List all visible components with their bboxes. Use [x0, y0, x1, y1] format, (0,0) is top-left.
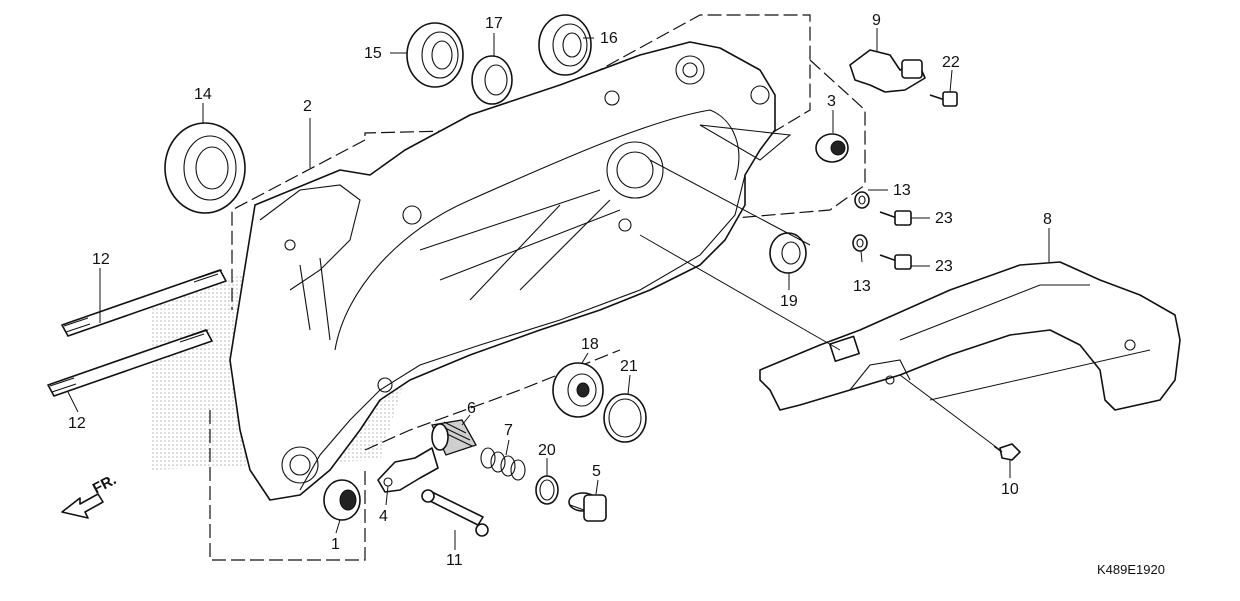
front-direction-label: FR. — [90, 471, 119, 497]
part-stud-12b — [47, 329, 213, 397]
callout-23a: 23 — [935, 210, 953, 227]
callout-11: 11 — [446, 552, 463, 569]
callout-14: 14 — [194, 86, 212, 103]
part-bearing-14 — [164, 122, 246, 214]
part-crankcase-cover — [229, 41, 792, 501]
callout-2: 2 — [303, 98, 312, 115]
part-bolt-10 — [993, 443, 1021, 461]
part-bushing-1 — [323, 479, 361, 521]
callout-16: 16 — [600, 30, 618, 47]
part-cover-8 — [759, 261, 1181, 411]
part-bearing-15 — [406, 22, 464, 88]
diagram-reference-code: K489E1920 — [1097, 562, 1165, 577]
callout-20: 20 — [538, 442, 556, 459]
part-spring-7 — [480, 447, 526, 481]
part-bolt-11 — [421, 489, 489, 537]
callout-10: 10 — [1001, 481, 1019, 498]
part-circlip-21 — [603, 393, 647, 443]
leader-lines — [67, 28, 1151, 550]
part-bolt-22 — [929, 91, 958, 107]
callout-21: 21 — [620, 358, 638, 375]
callout-4: 4 — [379, 508, 388, 525]
part-bolt-23b — [879, 254, 912, 270]
part-plug-5 — [568, 492, 607, 522]
callout-22: 22 — [942, 54, 960, 71]
callout-3: 3 — [827, 93, 836, 110]
callout-8: 8 — [1043, 211, 1052, 228]
part-bushing-3 — [815, 133, 849, 163]
part-bearing-16 — [538, 14, 592, 76]
part-seal-18 — [552, 362, 604, 418]
callout-23b: 23 — [935, 258, 953, 275]
part-stud-12a — [61, 269, 227, 337]
callout-6: 6 — [467, 400, 476, 417]
part-washer-13b — [852, 234, 868, 252]
callout-7: 7 — [504, 422, 513, 439]
front-arrow-icon — [61, 493, 104, 519]
callout-18: 18 — [581, 336, 599, 353]
part-oring-20 — [535, 475, 559, 505]
callout-labels: 1 2 3 4 5 6 7 8 9 10 11 12 12 13 13 14 1… — [68, 12, 1052, 569]
callout-12b: 12 — [68, 415, 86, 432]
callout-13b: 13 — [853, 278, 871, 295]
callout-5: 5 — [592, 463, 601, 480]
callout-9: 9 — [872, 12, 881, 29]
callout-13a: 13 — [893, 182, 911, 199]
part-strainer-6 — [431, 419, 477, 456]
part-bracket-4 — [377, 447, 439, 493]
callout-19: 19 — [780, 293, 798, 310]
callout-1: 1 — [331, 536, 340, 553]
part-bolt-23a — [879, 210, 912, 226]
front-direction-marker: FR. — [61, 471, 119, 519]
callout-15: 15 — [364, 45, 382, 62]
part-sensor-9 — [849, 49, 926, 93]
callout-17: 17 — [485, 15, 503, 32]
part-seal-19 — [769, 232, 807, 274]
part-washer-13a — [854, 191, 870, 209]
part-bearing-17 — [471, 55, 513, 105]
callout-12a: 12 — [92, 251, 110, 268]
